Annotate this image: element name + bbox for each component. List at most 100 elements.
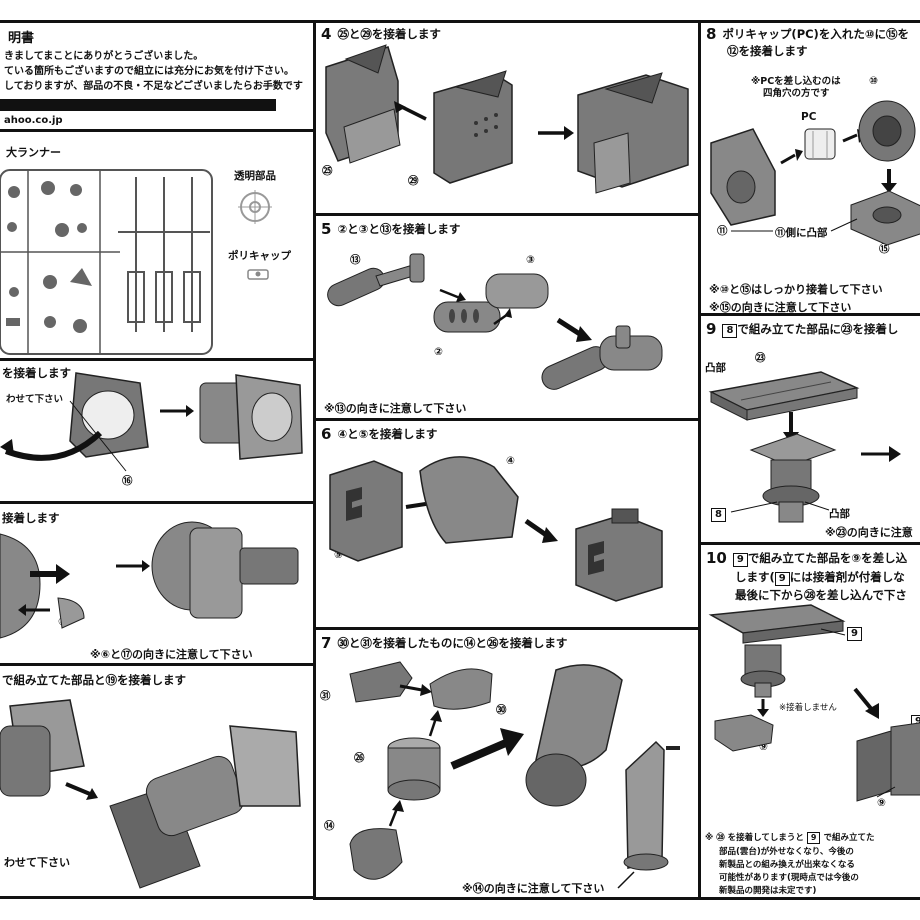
- header-url[interactable]: ahoo.co.jp: [4, 115, 63, 126]
- runner-illustration: [0, 169, 272, 355]
- step-2-illustration: [0, 521, 299, 639]
- step-7-note: ※⑭の向きに注意して下さい: [462, 882, 605, 895]
- step-5-part-3: ③: [526, 254, 535, 266]
- step-10-line2-a: します(: [735, 570, 775, 584]
- step-9-title-box: 8: [722, 324, 738, 338]
- step-3-bottom-note: わせて下さい: [4, 856, 70, 869]
- runner-panel: 大ランナー 透明部品 ポリキャップ: [0, 129, 316, 361]
- step-8-note-1: ※⑩と⑮はしっかり接着して下さい: [709, 283, 883, 296]
- step-9-box-8: 8: [711, 508, 726, 522]
- step-9-convex-bottom: 凸部: [829, 508, 850, 520]
- step-1-panel: を接着します わせて下さい ⑯: [0, 358, 316, 504]
- step-10-box-9: 9: [847, 627, 862, 641]
- step-7-part-31: ㉛: [320, 690, 331, 702]
- step-5-note: ※⑬の向きに注意して下さい: [324, 402, 467, 415]
- header-line-3: しておりますが、部品の不良・不足などございましたらお手数です: [4, 81, 303, 92]
- header-line-1: きましてまことにありがとうございました。: [4, 51, 204, 62]
- step-6-part-4: ④: [506, 455, 515, 467]
- step-4-title-text: ㉕と㉙を接着します: [337, 27, 441, 41]
- step-10-title-text: で組み立てた部品を⑨を差し込: [747, 551, 908, 565]
- step-8-part-15: ⑮: [879, 243, 890, 255]
- step-8-panel: 8 ポリキャップ(PC)を入れた⑩に⑮を ⑫を接着します ※PCを差し込むのは 四…: [698, 20, 920, 316]
- step-8-part-10: ⑩: [869, 75, 878, 87]
- step-3-panel: で組み立てた部品と⑲を接着します わせて下さい: [0, 663, 316, 899]
- step-5-title-text: ②と③と⑬を接着します: [337, 222, 461, 236]
- step-5-title: 5 ②と③と⑬を接着します: [321, 220, 460, 238]
- step-7-number: 7: [321, 634, 332, 652]
- step-1-title: を接着します: [2, 366, 71, 380]
- step-10-title-box: 9: [732, 553, 748, 567]
- step-10-illustration: [708, 604, 920, 802]
- step-7-part-14: ⑭: [324, 820, 335, 832]
- step-6-panel: 6 ④と⑤を接着します ④ ⑤: [313, 418, 701, 630]
- step-4-part-29: ㉙: [408, 175, 419, 187]
- step-10-footnote-line-2: 部品(雲台)が外せなくなり、今後の: [719, 847, 854, 857]
- step-8-title-line-1: 8 ポリキャップ(PC)を入れた⑩に⑮を: [706, 25, 909, 43]
- step-1-part-label: ⑯: [122, 475, 133, 487]
- header-panel: 明書 きましてまことにありがとうございました。 ている箇所もございますので組立に…: [0, 20, 316, 132]
- step-5-illustration: [327, 253, 663, 390]
- step-9-note: ※㉓の向きに注意: [825, 526, 913, 539]
- polycap-label: ポリキャップ: [228, 250, 291, 262]
- step-3-illustration: [0, 699, 301, 889]
- step-10-line2-box: 9: [774, 572, 790, 586]
- step-6-title-text: ④と⑤を接着します: [337, 427, 438, 441]
- step-5-number: 5: [321, 220, 332, 238]
- step-2-title: 接着します: [2, 511, 60, 525]
- step-8-title-text: ポリキャップ(PC)を入れた⑩に⑮を: [722, 27, 910, 41]
- step-9-illustration: [708, 371, 901, 523]
- step-1-illustration: [0, 372, 303, 472]
- step-10-part-9-b: ⑨: [877, 797, 886, 809]
- step-9-part-23: ㉓: [755, 352, 766, 364]
- step-10-footnote-line-1: ※ ㉘ を接着してしまうと 9 で組み立てた: [705, 831, 874, 844]
- step-4-illustration: [325, 44, 689, 194]
- step-8-pc-label: PC: [801, 111, 817, 123]
- step-10-footnote-line-3: 新製品との組み換えが出来なくなる: [719, 860, 855, 870]
- step-8-convex-note: ⑪側に凸部: [775, 227, 828, 239]
- step-4-part-25: ㉕: [322, 165, 333, 177]
- step-9-convex-top: 凸部: [705, 362, 726, 374]
- step-10-footnote-line-4: 可能性があります(現時点では今後の: [719, 873, 859, 883]
- step-7-illustration: [349, 661, 680, 889]
- step-10-footnote-box: 9: [806, 832, 821, 844]
- step-8-note-2: ※⑮の向きに注意して下さい: [709, 301, 852, 314]
- runner-title: 大ランナー: [6, 146, 61, 159]
- step-5-part-13: ⑬: [350, 254, 361, 266]
- clear-parts-label: 透明部品: [234, 170, 276, 182]
- step-10-title-line-3: 最後に下から㉘を差し込んで下さ: [735, 588, 907, 602]
- step-10-line2-b: には接着剤が付着しな: [789, 570, 905, 584]
- header-line-2: ている箇所もございますので組立には充分にお気を付け下さい。: [4, 66, 294, 77]
- step-2-note: ※⑥と⑰の向きに注意して下さい: [90, 648, 253, 661]
- step-8-pc-note-1: ※PCを差し込むのは: [751, 76, 841, 87]
- step-9-title-text: で組み立てた部品に㉓を接着し: [737, 322, 899, 336]
- step-8-pc-note-2: 四角穴の方です: [763, 88, 830, 99]
- step-3-title: で組み立てた部品と⑲を接着します: [2, 673, 186, 687]
- step-6-number: 6: [321, 425, 332, 443]
- step-8-number: 8: [706, 25, 717, 43]
- step-10-box-label: 9: [847, 627, 862, 641]
- step-6-part-5: ⑤: [334, 549, 343, 561]
- step-4-title: 4 ㉕と㉙を接着します: [321, 25, 441, 43]
- step-10-part-9: ⑨: [759, 741, 768, 753]
- step-10-footnote-head: ※ ㉘ を接着してしまうと: [705, 833, 804, 843]
- step-10-number: 10: [706, 549, 727, 567]
- step-6-illustration: [329, 456, 663, 602]
- step-4-number: 4: [321, 25, 332, 43]
- step-9-number: 9: [706, 320, 717, 338]
- step-4-panel: 4 ㉕と㉙を接着します ㉕ ㉙: [313, 20, 701, 216]
- step-9-box-label: 8: [711, 508, 726, 522]
- step-6-title: 6 ④と⑤を接着します: [321, 425, 437, 443]
- step-5-part-2: ②: [434, 346, 443, 358]
- header-title: 明書: [8, 31, 35, 46]
- step-8-part-11: ⑪: [717, 225, 728, 237]
- step-10-footnote-line-5: 新製品の開発は未定です): [719, 886, 817, 896]
- step-10-no-glue: ※接着しません: [779, 703, 837, 713]
- step-8-title-line-2: ⑫を接着します: [727, 44, 808, 58]
